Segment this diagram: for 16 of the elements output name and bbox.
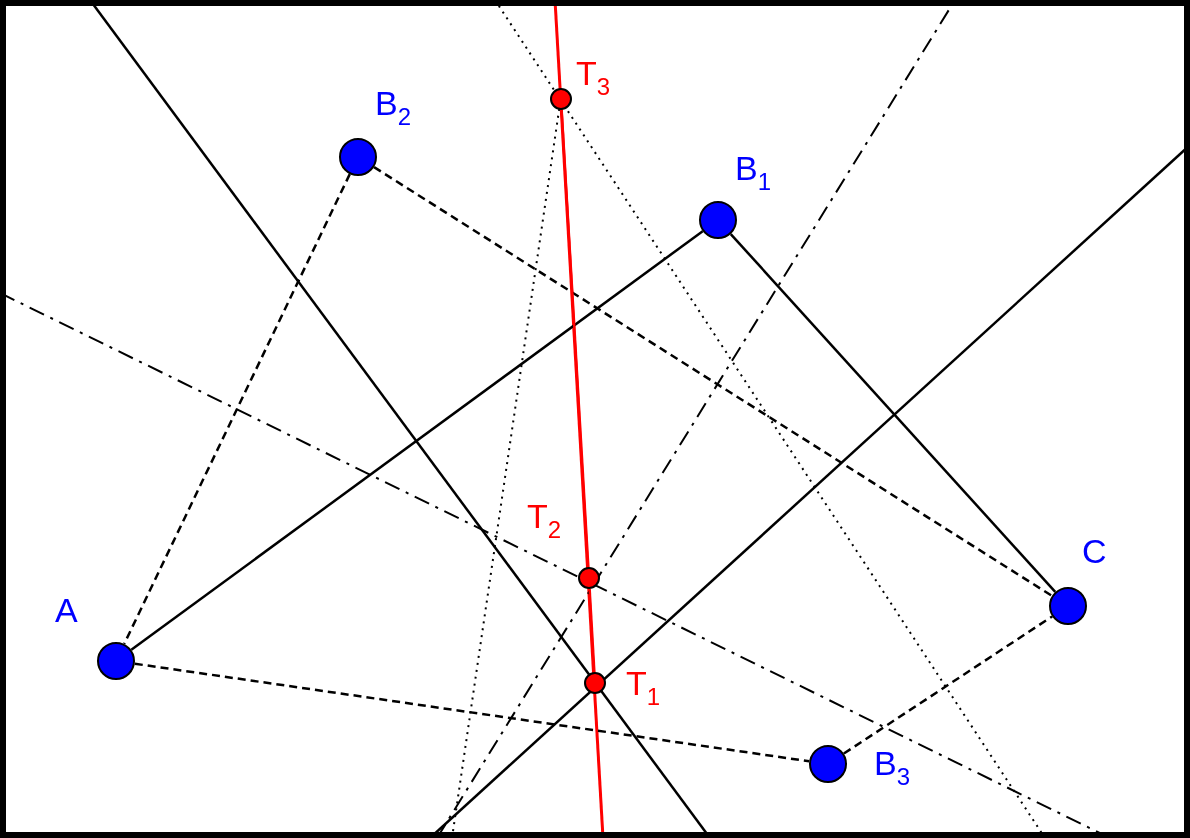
- point-label: C: [1082, 533, 1107, 569]
- segment: [729, 233, 1057, 593]
- segment: [130, 230, 704, 651]
- point-label: B$_{3}$: [874, 745, 911, 792]
- point-label: T$_{1}$: [626, 665, 661, 712]
- point-label: B$_{2}$: [375, 85, 412, 132]
- point-label: B$_{1}$: [735, 150, 772, 197]
- segment: [560, 109, 590, 568]
- point-label: T$_{2}$: [527, 498, 562, 545]
- segment: [588, 588, 596, 673]
- point-label: A: [55, 592, 78, 628]
- segment: [123, 173, 351, 645]
- segment: [843, 615, 1053, 755]
- point-label: T$_{3}$: [576, 55, 611, 102]
- segment: [373, 166, 1053, 597]
- segment: [134, 662, 810, 763]
